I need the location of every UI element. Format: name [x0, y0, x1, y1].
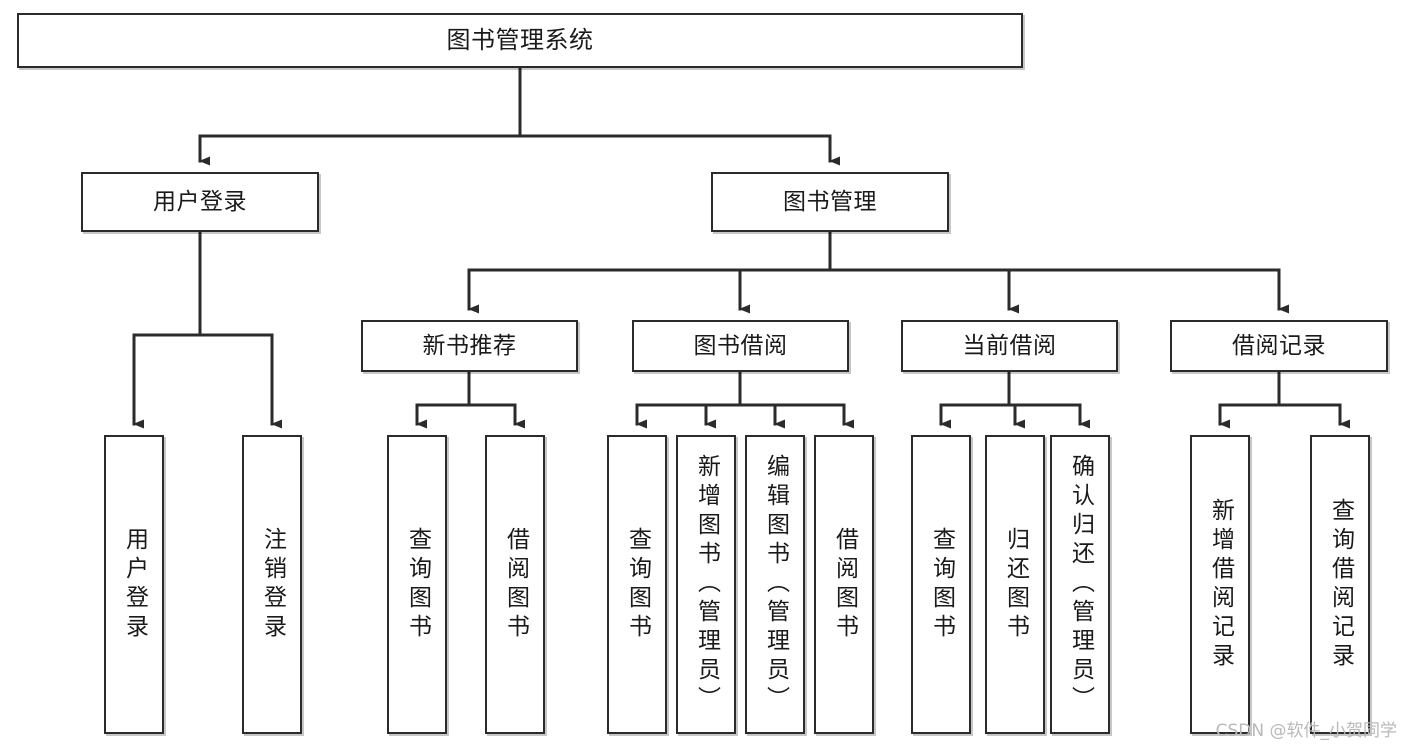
node-leaf-return-book[interactable]: 归还图书	[985, 435, 1045, 734]
node-leaf-query-book-current[interactable]: 查询图书	[911, 435, 971, 734]
node-leaf-edit-book-admin[interactable]: 编辑图书（管理员）	[745, 435, 805, 734]
node-leaf-add-borrow-record-label: 新增借阅记录	[1207, 497, 1234, 672]
node-borrow-record[interactable]: 借阅记录	[1170, 320, 1388, 372]
node-leaf-query-book-borrow[interactable]: 查询图书	[607, 435, 667, 734]
node-new-book-recommend-label: 新书推荐	[422, 332, 517, 359]
node-current-borrow-label: 当前借阅	[962, 332, 1057, 359]
node-leaf-query-book-current-label: 查询图书	[928, 526, 955, 643]
node-leaf-query-borrow-record[interactable]: 查询借阅记录	[1310, 435, 1370, 734]
node-leaf-return-book-label: 归还图书	[1002, 526, 1029, 643]
node-user-login-label: 用户登录	[153, 188, 247, 215]
node-leaf-borrow-book-label: 借阅图书	[831, 526, 858, 643]
node-user-login[interactable]: 用户登录	[81, 172, 319, 232]
node-leaf-borrow-book[interactable]: 借阅图书	[814, 435, 874, 734]
node-leaf-borrow-book-recommend-label: 借阅图书	[502, 526, 529, 643]
node-leaf-query-book-recommend[interactable]: 查询图书	[387, 435, 447, 734]
node-borrow-record-label: 借阅记录	[1232, 332, 1326, 359]
csdn-watermark: CSDN @软件_小贺同学	[1215, 721, 1397, 741]
node-leaf-query-book-borrow-label: 查询图书	[624, 526, 651, 643]
node-leaf-confirm-return-admin[interactable]: 确认归还（管理员）	[1050, 435, 1110, 734]
node-leaf-query-book-recommend-label: 查询图书	[404, 526, 431, 643]
node-book-borrow[interactable]: 图书借阅	[632, 320, 849, 372]
node-book-management-label: 图书管理	[783, 188, 877, 215]
node-book-management[interactable]: 图书管理	[711, 172, 949, 232]
node-current-borrow[interactable]: 当前借阅	[901, 320, 1118, 372]
node-leaf-query-borrow-record-label: 查询借阅记录	[1327, 497, 1354, 672]
node-leaf-add-book-admin[interactable]: 新增图书（管理员）	[676, 435, 736, 734]
node-leaf-user-login[interactable]: 用户登录	[104, 435, 164, 734]
node-leaf-add-book-admin-label: 新增图书（管理员）	[693, 454, 720, 715]
node-book-borrow-label: 图书借阅	[693, 332, 788, 359]
node-new-book-recommend[interactable]: 新书推荐	[361, 320, 578, 372]
node-leaf-add-borrow-record[interactable]: 新增借阅记录	[1190, 435, 1250, 734]
node-root[interactable]: 图书管理系统	[17, 13, 1023, 68]
node-leaf-borrow-book-recommend[interactable]: 借阅图书	[485, 435, 545, 734]
node-leaf-confirm-return-admin-label: 确认归还（管理员）	[1067, 454, 1094, 715]
node-leaf-logout-label: 注销登录	[259, 526, 286, 643]
node-root-label: 图书管理系统	[446, 25, 594, 54]
node-leaf-edit-book-admin-label: 编辑图书（管理员）	[762, 454, 789, 715]
node-leaf-user-login-label: 用户登录	[121, 526, 148, 643]
node-leaf-logout[interactable]: 注销登录	[242, 435, 302, 734]
